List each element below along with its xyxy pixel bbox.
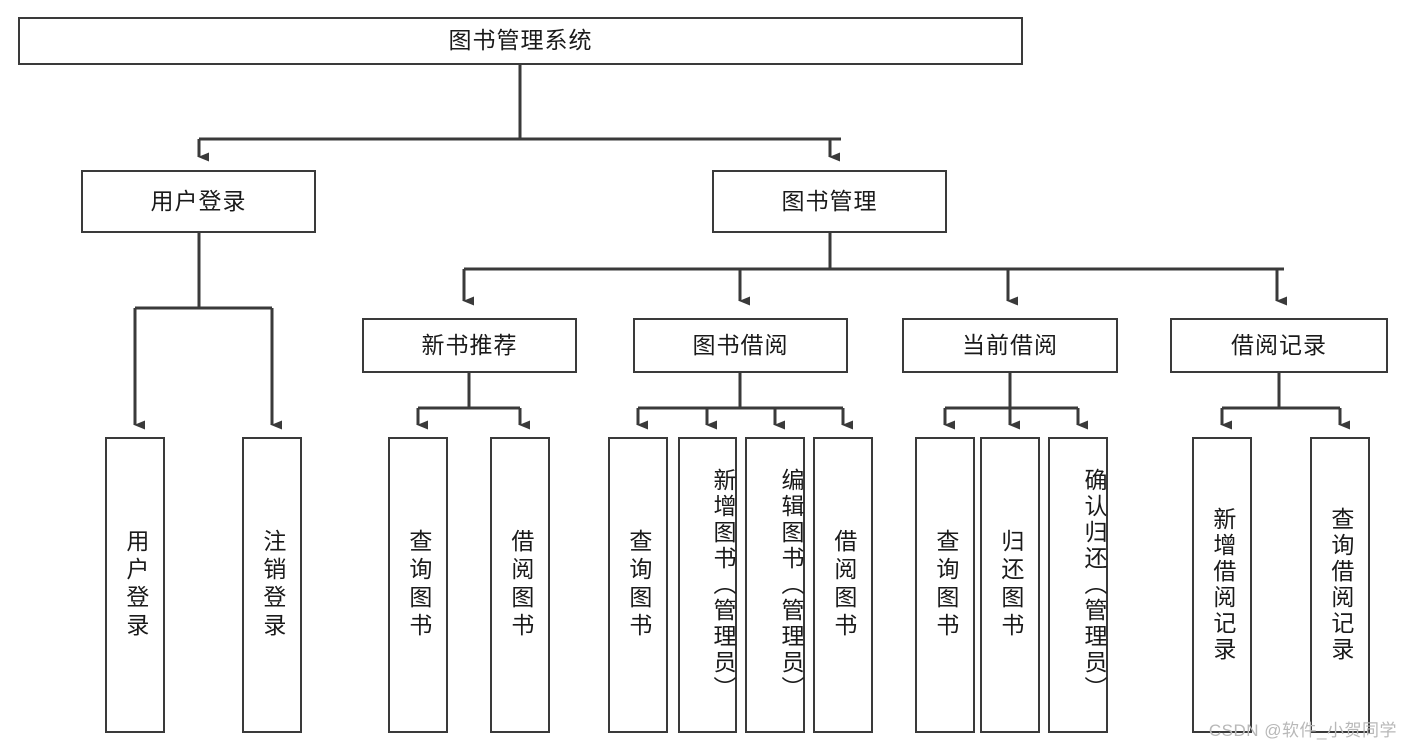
leaf-book-borrow-add-book-admin[interactable]: 新增图书（管理员） bbox=[678, 437, 737, 733]
leaf-borrow-record-add-record[interactable]: 新增借阅记录 bbox=[1192, 437, 1252, 733]
leaf-current-borrow-confirm-return-admin[interactable]: 确认归还（管理员） bbox=[1048, 437, 1108, 733]
node-root-system[interactable]: 图书管理系统 bbox=[18, 17, 1023, 65]
node-borrow-record[interactable]: 借阅记录 bbox=[1170, 318, 1388, 373]
leaf-current-borrow-query-book[interactable]: 查询图书 bbox=[915, 437, 975, 733]
leaf-book-borrow-edit-book-admin[interactable]: 编辑图书（管理员） bbox=[745, 437, 805, 733]
leaf-new-book-query-book[interactable]: 查询图书 bbox=[388, 437, 448, 733]
leaf-new-book-borrow-book[interactable]: 借阅图书 bbox=[490, 437, 550, 733]
node-new-book-recommend[interactable]: 新书推荐 bbox=[362, 318, 577, 373]
node-book-management[interactable]: 图书管理 bbox=[712, 170, 947, 233]
node-book-borrow[interactable]: 图书借阅 bbox=[633, 318, 848, 373]
leaf-book-borrow-query-book[interactable]: 查询图书 bbox=[608, 437, 668, 733]
csdn-watermark: CSDN @软件_小贺同学 bbox=[1208, 721, 1397, 740]
node-user-login[interactable]: 用户登录 bbox=[81, 170, 316, 233]
leaf-user-login-login[interactable]: 用户登录 bbox=[105, 437, 165, 733]
node-current-borrow[interactable]: 当前借阅 bbox=[902, 318, 1118, 373]
leaf-current-borrow-return-book[interactable]: 归还图书 bbox=[980, 437, 1040, 733]
leaf-borrow-record-query-record[interactable]: 查询借阅记录 bbox=[1310, 437, 1370, 733]
leaf-book-borrow-borrow-book[interactable]: 借阅图书 bbox=[813, 437, 873, 733]
leaf-user-login-logout[interactable]: 注销登录 bbox=[242, 437, 302, 733]
